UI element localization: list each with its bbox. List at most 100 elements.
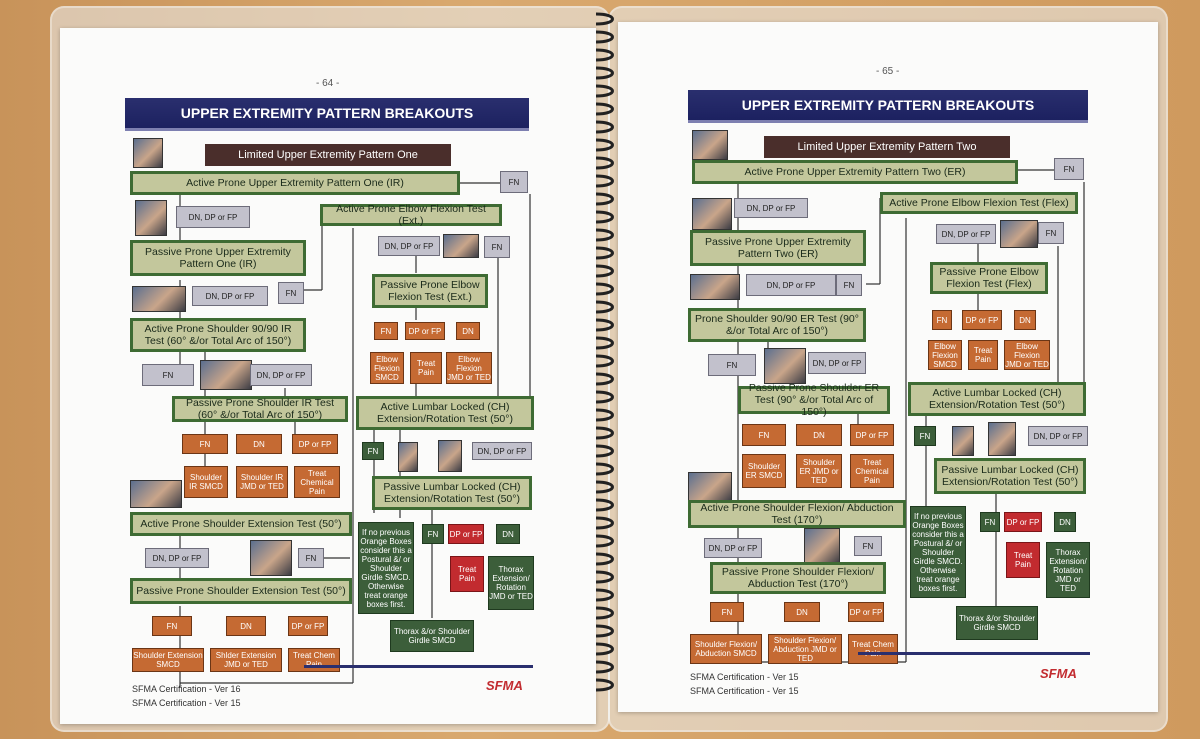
outcome-box: DN, DP or FP — [378, 236, 440, 256]
footer-text: SFMA Certification - Ver 15 — [690, 672, 799, 682]
exercise-photo — [438, 440, 462, 472]
test-box-10: Passive Lumbar Locked (CH) Extension/Rot… — [372, 476, 532, 510]
outcome-box: DN, DP or FP — [145, 548, 209, 568]
exercise-photo — [135, 200, 167, 236]
outcome-box: DN, DP or FP — [250, 364, 312, 386]
outcome-dn: DN — [236, 434, 282, 454]
footer-text: SFMA Certification - Ver 16 — [132, 684, 241, 694]
thorax-extension-jmd: Thorax Extension/ Rotation JMD or TED — [1046, 542, 1090, 598]
shoulder-ir-smcd: Shoulder IR SMCD — [184, 466, 228, 498]
exercise-photo — [764, 348, 806, 384]
test-box-3: Active Prone Shoulder 90/90 IR Test (60°… — [130, 318, 306, 352]
exercise-photo — [804, 528, 840, 564]
outcome-dp-fp: DP or FP — [850, 424, 894, 446]
page-number: - 64 - — [316, 78, 340, 89]
fn-box: FN — [1054, 158, 1084, 180]
outcome-dp-fp: DP or FP — [448, 524, 484, 544]
test-box-9: Active Lumbar Locked (CH) Extension/Rota… — [356, 396, 534, 430]
elbow-flexion-smcd: Elbow Flexion SMCD — [928, 340, 962, 370]
footer-text: SFMA Certification - Ver 15 — [132, 698, 241, 708]
treat-chemical-pain: Treat Chemical Pain — [850, 454, 894, 488]
outcome-box: FN — [298, 548, 324, 568]
outcome-box: DN, DP or FP — [472, 442, 532, 460]
pattern-subtitle: Limited Upper Extremity Pattern One — [205, 144, 451, 166]
outcome-box: DN, DP or FP — [808, 352, 866, 374]
test-box-4: Passive Prone Shoulder ER Test (90° &/or… — [738, 382, 890, 418]
shoulder-ext-jmd: Shlder Extension JMD or TED — [210, 648, 282, 672]
test-box-8: Passive Prone Elbow Flexion Test (Ext.) — [372, 274, 488, 308]
outcome-fn: FN — [932, 310, 952, 330]
treat-chem-pain: Treat Chem Pain — [288, 648, 340, 672]
footer-rule — [858, 652, 1090, 655]
page-number: - 65 - — [876, 66, 900, 77]
exercise-photo — [688, 472, 732, 502]
shoulder-ir-jmd: Shoulder IR JMD or TED — [236, 466, 288, 498]
test-box-7: Active Prone Elbow Flexion Test (Ext.) — [320, 203, 502, 227]
test-box-5: Active Prone Shoulder Flexion/ Abduction… — [688, 500, 906, 528]
treat-pain: Treat Pain — [410, 352, 442, 384]
exercise-photo — [200, 360, 252, 390]
outcome-dn: DN — [784, 602, 820, 622]
treat-pain: Treat Pain — [968, 340, 998, 370]
test-box-3: Prone Shoulder 90/90 ER Test (90° &/or T… — [688, 308, 866, 342]
flow-connectors — [179, 182, 531, 688]
treat-chem-pain: Treat Chem Pain — [848, 634, 898, 664]
postural-note: If no previous Orange Boxes consider thi… — [910, 506, 966, 598]
outcome-dp-fp: DP or FP — [1004, 512, 1042, 532]
outcome-box: FN — [142, 364, 194, 386]
exercise-photo — [250, 540, 292, 576]
exercise-photo — [1000, 220, 1038, 248]
flow-connectors — [737, 169, 1085, 663]
outcome-box: DN, DP or FP — [1028, 426, 1088, 446]
exercise-photo — [988, 422, 1016, 456]
fn-box: FN — [500, 171, 528, 193]
outcome-box: DN, DP or FP — [746, 274, 836, 296]
test-box-9: Active Lumbar Locked (CH) Extension/Rota… — [908, 382, 1086, 416]
shoulder-er-smcd: Shoulder ER SMCD — [742, 454, 786, 488]
outcome-box: FN — [1038, 222, 1064, 244]
outcome-box: FN — [278, 282, 304, 304]
outcome-box: DN, DP or FP — [176, 206, 250, 228]
exercise-photo — [130, 480, 182, 508]
test-box-2: Passive Prone Upper Extremity Pattern Tw… — [690, 230, 866, 266]
outcome-dp-fp: DP or FP — [848, 602, 884, 622]
treat-pain: Treat Pain — [1006, 542, 1040, 578]
outcome-fn: FN — [182, 434, 228, 454]
test-box-4: Passive Prone Shoulder IR Test (60° &/or… — [172, 396, 348, 422]
thorax-extension-jmd: Thorax Extension/ Rotation JMD or TED — [488, 556, 534, 610]
outcome-box: FN — [854, 536, 882, 556]
elbow-flexion-smcd: Elbow Flexion SMCD — [370, 352, 404, 384]
exercise-photo — [443, 234, 479, 258]
outcome-box: FN — [836, 274, 862, 296]
exercise-photo — [952, 426, 974, 456]
outcome-dn: DN — [456, 322, 480, 340]
right-page: - 65 - UPPER EXTREMITY PATTERN BREAKOUTS… — [618, 22, 1158, 712]
outcome-fn: FN — [152, 616, 192, 636]
outcome-dn: DN — [796, 424, 842, 446]
outcome-dp-fp: DP or FP — [405, 322, 445, 340]
pattern-subtitle: Limited Upper Extremity Pattern Two — [764, 136, 1010, 158]
shoulder-flexion-smcd: Shoulder Flexion/ Abduction SMCD — [690, 634, 762, 664]
outcome-dn: DN — [1014, 310, 1036, 330]
outcome-fn: FN — [710, 602, 744, 622]
outcome-fn: FN — [374, 322, 398, 340]
test-box-8: Passive Prone Elbow Flexion Test (Flex) — [930, 262, 1048, 294]
outcome-fn: FN — [980, 512, 1000, 532]
postural-note: If no previous Orange Boxes consider thi… — [358, 522, 414, 614]
shoulder-flexion-jmd: Shoulder Flexion/ Abduction JMD or TED — [768, 634, 842, 664]
thorax-girdle-smcd: Thorax &/or Shoulder Girdle SMCD — [956, 606, 1038, 640]
outcome-box: DN, DP or FP — [192, 286, 268, 306]
exercise-photo — [692, 198, 732, 230]
outcome-fn: FN — [914, 426, 936, 446]
outcome-fn: FN — [422, 524, 444, 544]
outcome-dn: DN — [1054, 512, 1076, 532]
footer-rule — [304, 665, 533, 668]
exercise-photo — [690, 274, 740, 300]
test-box-5: Active Prone Shoulder Extension Test (50… — [130, 512, 352, 536]
outcome-box: FN — [484, 236, 510, 258]
test-box-10: Passive Lumbar Locked (CH) Extension/Rot… — [934, 458, 1086, 494]
elbow-flexion-jmd: Elbow Flexion JMD or TED — [1004, 340, 1050, 370]
outcome-dn: DN — [226, 616, 266, 636]
left-page: - 64 - UPPER EXTREMITY PATTERN BREAKOUTS… — [60, 28, 596, 724]
treat-pain: Treat Pain — [450, 556, 484, 592]
